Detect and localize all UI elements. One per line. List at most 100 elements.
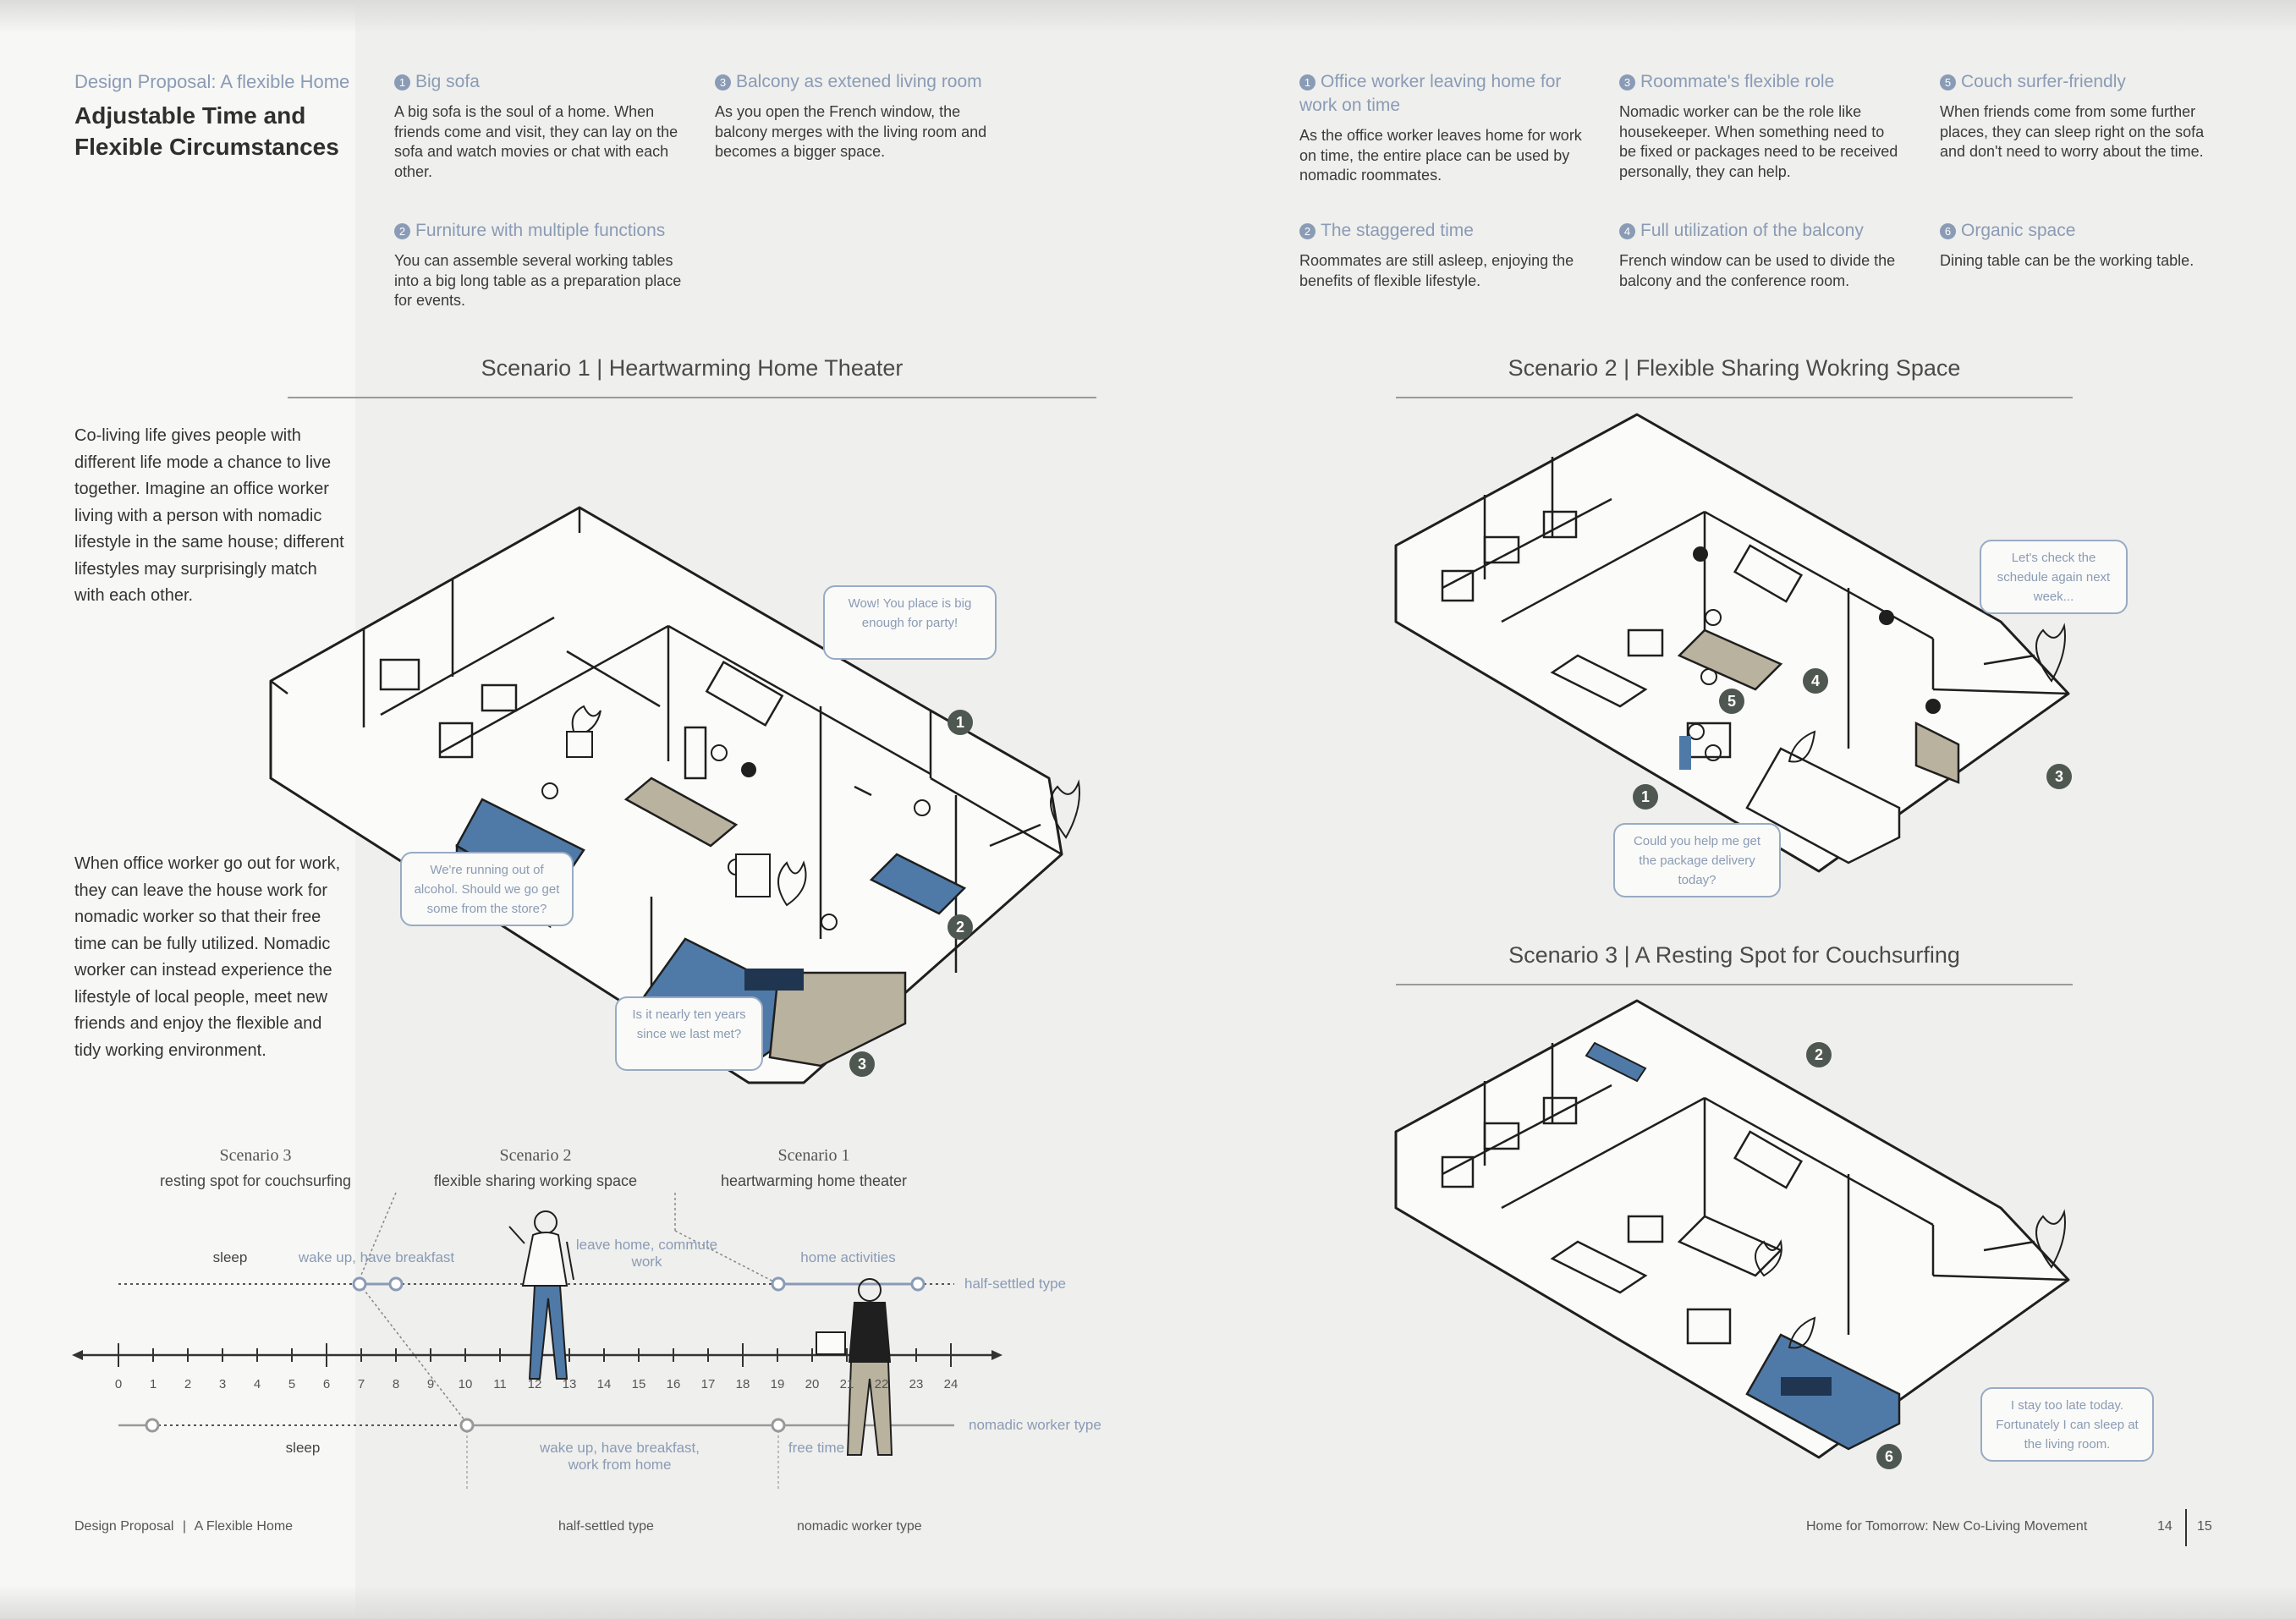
caption-half-settled: half-settled type	[558, 1519, 654, 1534]
feature-number: 1	[394, 74, 410, 91]
timeline-top-type: half-settled type	[964, 1276, 1067, 1292]
feature-text: As the office worker leaves home for wor…	[1299, 127, 1582, 184]
feature-roommate-role: 3 Roommate's flexible role Nomadic worker…	[1619, 70, 1903, 182]
speech-bubble-big-enough: Wow! You place is big enough for party!	[823, 585, 997, 660]
feature-number: 5	[1940, 74, 1956, 91]
hour-tick-22: 22	[874, 1377, 889, 1391]
speech-bubble-ten-years: Is it nearly ten years since we last met…	[615, 996, 763, 1071]
speech-bubble-schedule: Let's check the schedule again next week…	[1980, 540, 2128, 614]
scenario-3-title: Scenario 3 | A Resting Spot for Couchsur…	[1508, 942, 1960, 968]
hour-tick-7: 7	[357, 1377, 365, 1391]
feature-text: As you open the French window, the balco…	[715, 103, 987, 160]
caption-nomadic-worker: nomadic worker type	[797, 1519, 922, 1534]
footer-left: Design Proposal | A Flexible Home	[74, 1519, 293, 1534]
marker-4-scenario-2: 4	[1803, 668, 1828, 694]
hour-tick-15: 15	[631, 1377, 646, 1391]
hour-tick-3: 3	[218, 1377, 227, 1391]
timeline-bottom-type: nomadic worker type	[969, 1417, 1101, 1433]
hour-tick-11: 11	[493, 1377, 507, 1391]
hour-tick-21: 21	[839, 1377, 854, 1391]
timeline-scenario-1-heading: Scenario 1	[777, 1146, 850, 1165]
feature-text: When friends come from some further plac…	[1940, 103, 2205, 160]
footer-left-topic: A Flexible Home	[194, 1519, 294, 1534]
timeline-scenario-1-sub: heartwarming home theater	[720, 1172, 908, 1189]
hour-tick-4: 4	[253, 1377, 261, 1391]
marker-2-scenario-1: 2	[948, 914, 973, 940]
intro-paragraph: Co-living life gives people with differe…	[74, 426, 344, 605]
nomadic-worker-figure	[816, 1278, 893, 1456]
left-column-tint	[0, 0, 355, 1619]
feature-number: 3	[1619, 74, 1635, 91]
page-number-divider	[2185, 1509, 2187, 1546]
hour-tick-23: 23	[909, 1377, 924, 1391]
feature-number: 2	[394, 223, 410, 239]
page-top-shade	[0, 0, 2296, 34]
hour-tick-9: 9	[426, 1377, 435, 1391]
hour-tick-24: 24	[943, 1377, 958, 1391]
feature-title: Couch surfer-friendly	[1961, 72, 2126, 91]
timeline-bottom-wake: wake up, have breakfast, work from home	[539, 1440, 700, 1473]
marker-3-scenario-1: 3	[849, 1051, 875, 1077]
timeline-bottom-sleep: sleep	[285, 1440, 321, 1456]
feature-title: The staggered time	[1321, 221, 1474, 240]
feature-number: 2	[1299, 223, 1316, 239]
timeline-scenario-2-heading: Scenario 2	[499, 1146, 572, 1165]
feature-number: 4	[1619, 223, 1635, 239]
feature-text: Roommates are still asleep, enjoying the…	[1299, 252, 1574, 289]
scenario-1-title: Scenario 1 | Heartwarming Home Theater	[481, 355, 904, 381]
feature-text: A big sofa is the soul of a home. When f…	[394, 103, 678, 180]
feature-big-sofa: 1 Big sofa A big sofa is the soul of a ho…	[394, 70, 690, 182]
page-number-right: 15	[2197, 1519, 2212, 1534]
marker-3-scenario-2: 3	[2046, 764, 2072, 789]
timeline-scenario-3-sub: resting spot for couchsurfing	[159, 1172, 352, 1189]
hour-tick-17: 17	[700, 1377, 716, 1391]
feature-couch-surfer: 5 Couch surfer-friendly When friends come…	[1940, 70, 2232, 162]
feature-title: Organic space	[1961, 221, 2076, 240]
hour-tick-8: 8	[392, 1377, 400, 1391]
feature-text: Dining table can be the working table.	[1940, 252, 2194, 269]
page-kicker: Design Proposal: A flexible Home	[74, 71, 350, 92]
scenario-2-title: Scenario 2 | Flexible Sharing Wokring Sp…	[1508, 355, 1961, 381]
office-worker-figure	[508, 1210, 574, 1380]
hour-tick-1: 1	[149, 1377, 157, 1391]
hour-tick-10: 10	[458, 1377, 473, 1391]
page-number-left: 14	[2157, 1519, 2172, 1534]
second-paragraph: When office worker go out for work, they…	[74, 854, 341, 1060]
scenario-3-floorplan-illustration	[1394, 999, 2070, 1459]
scenario-1-rule	[288, 397, 1096, 398]
speech-bubble-package: Could you help me get the package delive…	[1613, 823, 1781, 897]
hour-tick-14: 14	[596, 1377, 612, 1391]
hour-tick-20: 20	[805, 1377, 820, 1391]
speech-bubble-running-out: We're running out of alcohol. Should we …	[400, 852, 574, 926]
feature-title: Office worker leaving home for work on t…	[1299, 72, 1562, 115]
timeline-top-wake: wake up, have breakfast	[298, 1249, 455, 1265]
feature-title: Roommate's flexible role	[1640, 72, 1835, 91]
timeline-top-leave: leave home, commute work	[575, 1237, 718, 1270]
feature-number: 1	[1299, 74, 1316, 91]
feature-organic-space: 6 Organic space Dining table can be the w…	[1940, 219, 2232, 272]
hour-tick-0: 0	[114, 1377, 123, 1391]
page-title-line-1: Adjustable Time and	[74, 102, 306, 129]
hour-tick-19: 19	[770, 1377, 785, 1391]
feature-text: Nomadic worker can be the role like hous…	[1619, 103, 1898, 180]
scenario-2-rule	[1396, 397, 2073, 398]
timeline-scenario-2-sub: flexible sharing working space	[433, 1172, 638, 1189]
marker-2-scenario-3: 2	[1806, 1042, 1832, 1067]
speech-bubble-stay-late: I stay too late today. Fortunately I can…	[1980, 1387, 2154, 1462]
footer-separator: |	[182, 1519, 187, 1534]
feature-number: 3	[715, 74, 731, 91]
marker-6-scenario-3: 6	[1876, 1444, 1902, 1469]
footer-publication-title: Home for Tomorrow: New Co-Living Movemen…	[1806, 1519, 2088, 1534]
feature-number: 6	[1940, 223, 1956, 239]
feature-title: Full utilization of the balcony	[1640, 221, 1864, 240]
hour-tick-13: 13	[562, 1377, 577, 1391]
page-bottom-shade	[0, 1585, 2296, 1619]
feature-text: You can assemble several working tables …	[394, 252, 682, 309]
footer-left-section: Design Proposal	[74, 1519, 174, 1534]
hour-tick-12: 12	[527, 1377, 542, 1391]
feature-title: Balcony as extened living room	[736, 72, 982, 91]
marker-5-scenario-2: 5	[1719, 689, 1744, 714]
feature-title: Big sofa	[415, 72, 480, 91]
